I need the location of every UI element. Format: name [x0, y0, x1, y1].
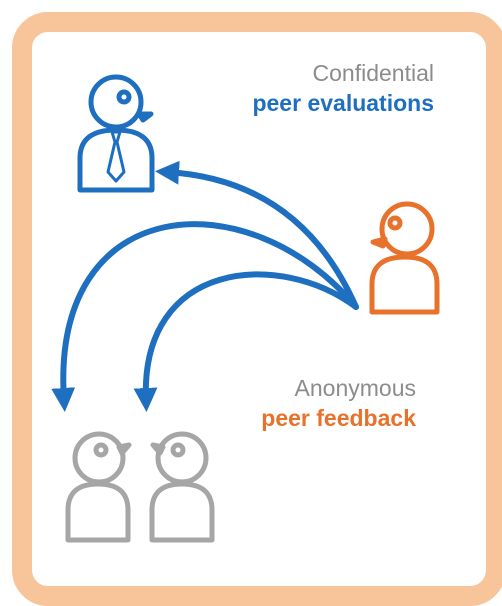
confidential-label: Confidential: [312, 60, 434, 86]
peer-head: [72, 431, 126, 485]
manager-person-icon: [77, 74, 155, 193]
manager-beak: [136, 111, 154, 123]
evaluator-beak: [370, 236, 388, 249]
manager-body: [77, 127, 155, 193]
peer-head: [155, 431, 209, 485]
evaluator-person-icon: [369, 201, 440, 315]
confidential-caption: Confidential peer evaluations: [252, 58, 434, 118]
peer-person-icon: [65, 431, 132, 543]
peer-body: [65, 481, 131, 543]
manager-eye: [116, 89, 132, 105]
anonymous-caption: Anonymous peer feedback: [261, 373, 416, 433]
arrow-to-peer-2: [133, 271, 359, 412]
anonymous-label: Anonymous: [294, 375, 416, 401]
evaluator-head: [379, 201, 435, 257]
evaluator-eye: [387, 215, 403, 231]
arrow-to-peer-1: [51, 221, 359, 412]
manager-head: [88, 74, 144, 130]
peer-body: [149, 481, 215, 543]
peer-beak: [150, 442, 166, 456]
evaluator-body: [369, 254, 440, 315]
peer-feedback-label: peer feedback: [261, 405, 416, 431]
peer-eye: [170, 442, 186, 458]
peer-person-icon: [149, 431, 215, 543]
peer-eye: [93, 442, 109, 458]
peer-evaluations-label: peer evaluations: [252, 90, 434, 116]
tie-icon: [106, 130, 126, 183]
arrow-to-manager: [155, 160, 359, 310]
peer-beak: [116, 442, 132, 456]
